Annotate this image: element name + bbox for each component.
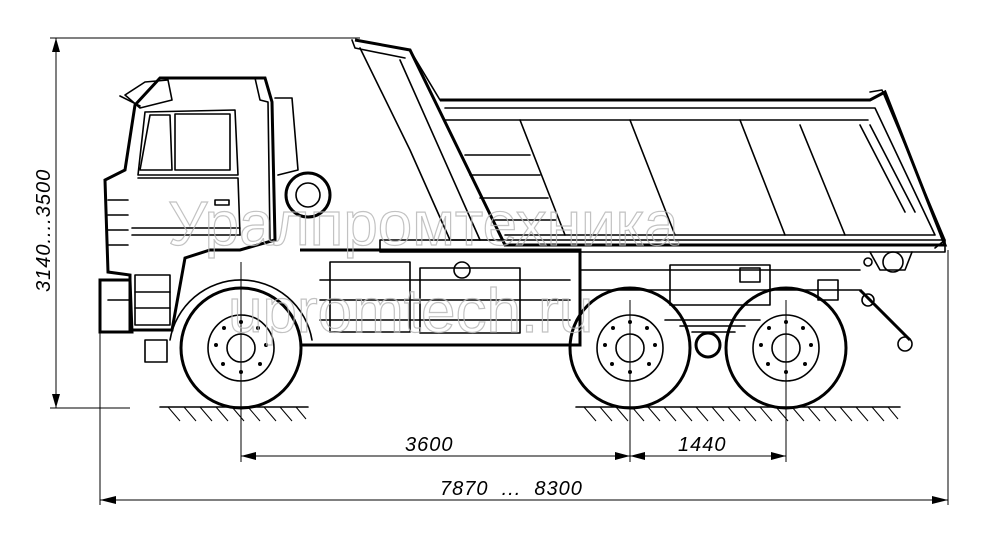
front-wheelbase-label: 3600 [405,434,454,456]
watermark-url: upromtech.ru [228,277,593,346]
rear-wheelbase-label: 1440 [678,434,727,456]
dump-body [351,38,948,273]
front-wheel [169,279,313,410]
middle-wheel [568,286,692,410]
overall-length-label: 7870 ... 8300 [440,478,583,500]
rear-wheel [724,286,848,410]
watermark-brand: Уралпромтехника [168,190,679,259]
height-dimension-label: 3140....3500 [33,169,55,292]
ground-line [159,406,901,422]
chassis-frame [300,248,913,359]
cab [98,76,332,363]
